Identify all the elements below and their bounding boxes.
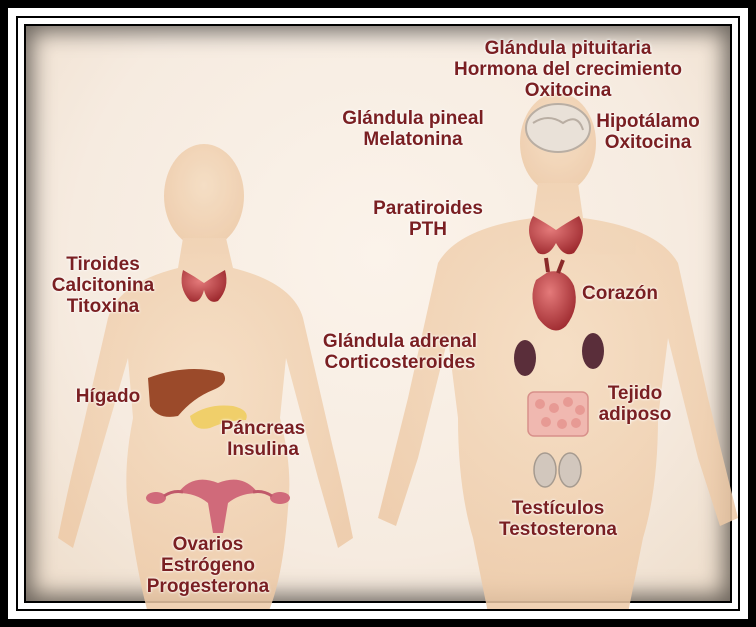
thyroid-label: Tiroides Calcitonina Titoxina (38, 254, 168, 317)
heart-name: Corazón (570, 283, 670, 304)
adrenal-name: Glándula adrenal (300, 331, 500, 352)
adipose-label: Tejido adiposo (590, 383, 680, 425)
ovaries-label: Ovarios Estrógeno Progesterona (118, 534, 298, 597)
adrenal-label: Glándula adrenal Corticosteroides (300, 331, 500, 373)
adipose-line-2: adiposo (590, 404, 680, 425)
ovaries-hormone-2: Progesterona (118, 576, 298, 597)
diagram-canvas: Glándula pituitaria Hormona del crecimie… (16, 16, 740, 611)
thyroid-name: Tiroides (38, 254, 168, 275)
adipose-line-1: Tejido (590, 383, 680, 404)
brain-icon (526, 104, 590, 152)
pituitary-hormone-1: Hormona del crecimiento (438, 59, 698, 80)
pancreas-hormone: Insulina (208, 439, 318, 460)
liver-name: Hígado (63, 386, 153, 407)
pancreas-label: Páncreas Insulina (208, 418, 318, 460)
thyroid-hormone-2: Titoxina (38, 296, 168, 317)
testes-label: Testículos Testosterona (478, 498, 638, 540)
heart-label: Corazón (570, 283, 670, 304)
adrenal-hormone: Corticosteroides (300, 352, 500, 373)
hypothalamus-label: Hipotálamo Oxitocina (588, 111, 708, 153)
testes-name: Testículos (478, 498, 638, 519)
pineal-name: Glándula pineal (318, 108, 508, 129)
ovaries-hormone-1: Estrógeno (118, 555, 298, 576)
parathyroid-hormone: PTH (363, 219, 493, 240)
ovaries-name: Ovarios (118, 534, 298, 555)
pineal-label: Glándula pineal Melatonina (318, 108, 508, 150)
parathyroid-name: Paratiroides (363, 198, 493, 219)
thyroid-hormone-1: Calcitonina (38, 275, 168, 296)
pituitary-hormone-2: Oxitocina (438, 80, 698, 101)
hypothalamus-hormone: Oxitocina (588, 132, 708, 153)
parathyroid-label: Paratiroides PTH (363, 198, 493, 240)
pineal-hormone: Melatonina (318, 129, 508, 150)
liver-label: Hígado (63, 386, 153, 407)
adipose-tissue-icon (528, 392, 588, 436)
pancreas-name: Páncreas (208, 418, 318, 439)
pituitary-name: Glándula pituitaria (438, 38, 698, 59)
testes-hormone: Testosterona (478, 519, 638, 540)
pituitary-label: Glándula pituitaria Hormona del crecimie… (438, 38, 698, 101)
hypothalamus-name: Hipotálamo (588, 111, 708, 132)
